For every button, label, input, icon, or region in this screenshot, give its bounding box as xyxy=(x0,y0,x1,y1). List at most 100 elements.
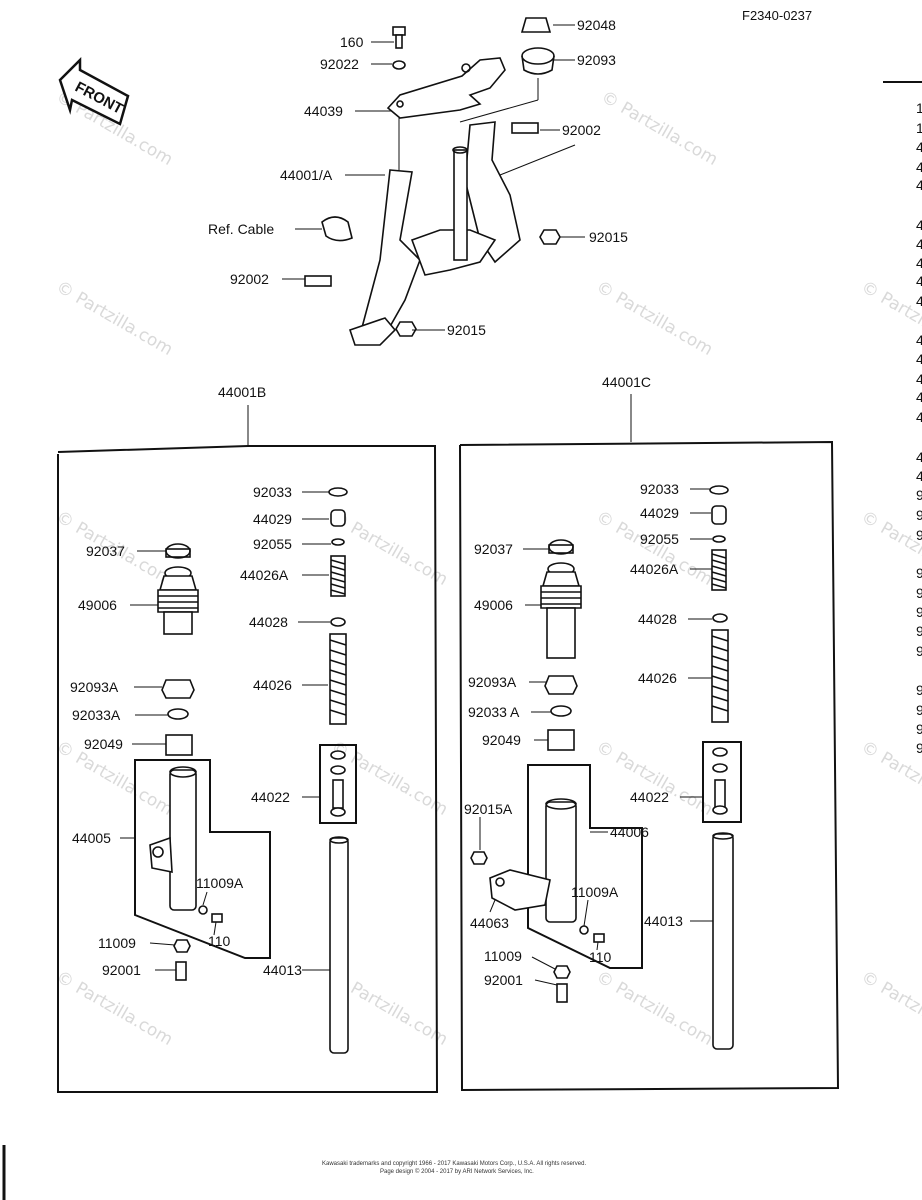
label-right-92033A: 92033 A xyxy=(468,704,520,720)
label-left-110: 110 xyxy=(208,933,231,949)
right-leaders xyxy=(479,488,713,986)
label-92015-right: 92015 xyxy=(589,229,628,245)
washer-11009A xyxy=(198,905,208,915)
edge-legend-char: 9 xyxy=(916,604,922,620)
ring-92055 xyxy=(331,538,345,546)
bracket-44039 xyxy=(386,57,506,119)
edge-legend-char: 4 xyxy=(916,177,922,193)
label-left-44028: 44028 xyxy=(249,614,288,630)
label-right-44026A: 44026A xyxy=(630,561,679,577)
watermark: © Partzilla.com xyxy=(593,277,717,360)
watermark: © Partzilla.com xyxy=(858,277,922,360)
label-44001A: 44001/A xyxy=(280,167,333,183)
edge-legend-char: 9 xyxy=(916,643,922,659)
label-right-44029: 44029 xyxy=(640,505,679,521)
group-label-44001C: 44001C xyxy=(602,374,651,390)
edge-legend-char: 1 xyxy=(916,100,922,116)
watermark: © Partzilla.com xyxy=(858,737,922,820)
label-92002-right: 92002 xyxy=(562,122,601,138)
label-right-44022: 44022 xyxy=(630,789,669,805)
label-right-44028: 44028 xyxy=(638,611,677,627)
edge-legend-char: 4 xyxy=(916,255,922,271)
label-right-49006: 49006 xyxy=(474,597,513,613)
watermark: © Partzilla.com xyxy=(593,737,717,820)
nut-92015-bottom xyxy=(395,321,417,337)
edge-legend-char: 4 xyxy=(916,273,922,289)
edge-legend-char: 4 xyxy=(916,217,922,233)
edge-legend-char: 9 xyxy=(916,682,922,698)
bushing-92049 xyxy=(165,734,193,756)
screw-110 xyxy=(211,913,223,923)
label-92048: 92048 xyxy=(577,17,616,33)
cap-92048 xyxy=(520,17,552,33)
watermark: © Partzilla.com xyxy=(328,737,452,820)
left-leaders xyxy=(120,491,331,971)
group-box-44001B xyxy=(57,445,439,1093)
label-right-92055: 92055 xyxy=(640,531,679,547)
washer-11009A xyxy=(579,925,589,935)
bolt-92002-left xyxy=(304,275,332,287)
slider-44005 xyxy=(149,766,197,911)
oring-92033 xyxy=(328,487,348,497)
edge-legend-char: 9 xyxy=(916,507,922,523)
edge-legend-char: 9 xyxy=(916,623,922,639)
label-left-44005: 44005 xyxy=(72,830,111,846)
top-assembly xyxy=(304,17,561,346)
washer-92022 xyxy=(392,60,406,70)
cap-44029 xyxy=(330,509,346,527)
watermark: © Partzilla.com xyxy=(593,967,717,1050)
washer-11009 xyxy=(173,939,191,953)
tube-44013 xyxy=(712,833,734,1050)
label-44039: 44039 xyxy=(304,103,343,119)
valve-box-44022 xyxy=(702,741,742,823)
tube-44013 xyxy=(329,837,349,1054)
boot-49006 xyxy=(157,566,199,635)
bolt-92002-right xyxy=(511,122,539,134)
valve-box-44022 xyxy=(319,744,357,824)
label-right-92015A: 92015A xyxy=(464,801,513,817)
edge-legend-char: 9 xyxy=(916,702,922,718)
top-leaders xyxy=(282,24,585,331)
boot-49006 xyxy=(540,562,582,659)
lower-box-44005 xyxy=(134,759,271,959)
nut-92015-right xyxy=(539,229,561,245)
watermark: © Partzilla.com xyxy=(598,87,722,170)
label-left-92001: 92001 xyxy=(102,962,141,978)
lower-box-44006 xyxy=(527,764,643,969)
label-left-44029: 44029 xyxy=(253,511,292,527)
clip-92033A xyxy=(167,708,189,720)
edge-legend-char: 9 xyxy=(916,487,922,503)
label-92093: 92093 xyxy=(577,52,616,68)
edge-legend-char: 9 xyxy=(916,585,922,601)
label-left-49006: 49006 xyxy=(78,597,117,613)
label-ref-cable: Ref. Cable xyxy=(208,221,274,237)
label-right-92093A: 92093A xyxy=(468,674,517,690)
watermark: © Partzilla.com xyxy=(858,507,922,590)
edge-legend-char: 1 xyxy=(916,120,922,136)
edge-legend-char: 4 xyxy=(916,351,922,367)
edge-legend-char: 4 xyxy=(916,371,922,387)
slider-44006 xyxy=(545,798,577,923)
footer-design: Page design © 2004 - 2017 by ARI Network… xyxy=(380,1168,534,1175)
label-left-11009A: 11009A xyxy=(196,875,244,891)
bolt-160 xyxy=(392,26,406,36)
label-right-44006: 44006 xyxy=(610,824,649,840)
label-92015-bottom: 92015 xyxy=(447,322,486,338)
edge-legend-char: 4 xyxy=(916,139,922,155)
label-left-44013: 44013 xyxy=(263,962,302,978)
label-160: 160 xyxy=(340,34,364,50)
edge-legend-char: 9 xyxy=(916,740,922,756)
label-left-92093A: 92093A xyxy=(70,679,119,695)
spacer-44028 xyxy=(330,617,346,627)
edge-legend-char: 4 xyxy=(916,449,922,465)
watermark: © Partzilla.com xyxy=(53,967,177,1050)
label-right-44063: 44063 xyxy=(470,915,509,931)
spring-44026A xyxy=(330,555,346,597)
label-left-11009: 11009 xyxy=(98,935,136,951)
bolt-92001 xyxy=(556,983,568,1003)
spring-44026A xyxy=(711,549,727,591)
diagram-code: F2340-0237 xyxy=(742,8,812,23)
seal-92093A xyxy=(544,675,578,695)
